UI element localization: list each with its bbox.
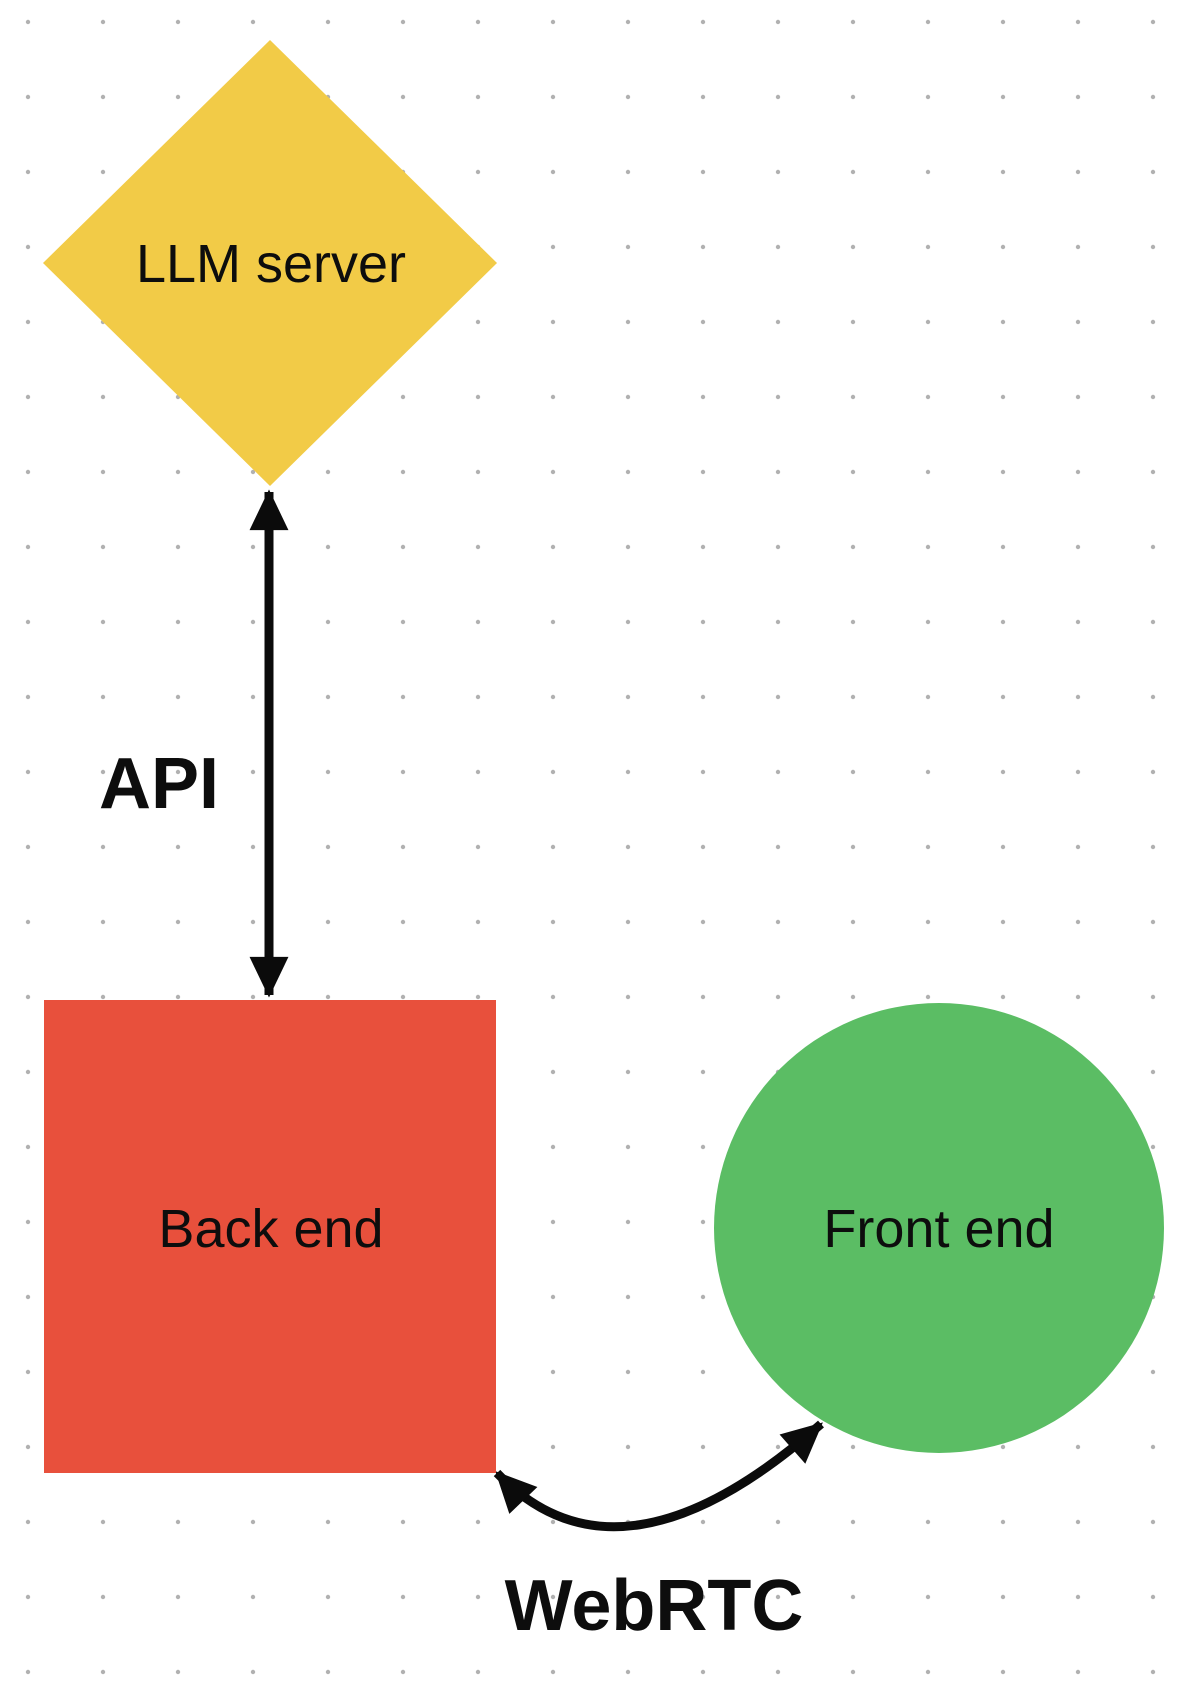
webrtc-arrow-group: WebRTC (493, 1420, 824, 1646)
back-end-node[interactable]: Back end (44, 1000, 496, 1473)
api-arrow-label: API (99, 744, 219, 824)
back-end-label: Back end (158, 1199, 383, 1259)
llm-server-diamond-shape[interactable] (43, 40, 497, 486)
webrtc-arrow[interactable] (493, 1420, 824, 1532)
api-arrow-group: API (99, 489, 289, 998)
back-end-square-shape[interactable] (44, 1000, 496, 1473)
llm-server-node[interactable]: LLM server (43, 40, 497, 486)
front-end-node[interactable]: Front end (714, 1003, 1164, 1453)
llm-server-label: LLM server (136, 234, 406, 294)
front-end-circle-shape[interactable] (714, 1003, 1164, 1453)
webrtc-arrow-label: WebRTC (505, 1566, 804, 1646)
front-end-label: Front end (823, 1199, 1054, 1259)
